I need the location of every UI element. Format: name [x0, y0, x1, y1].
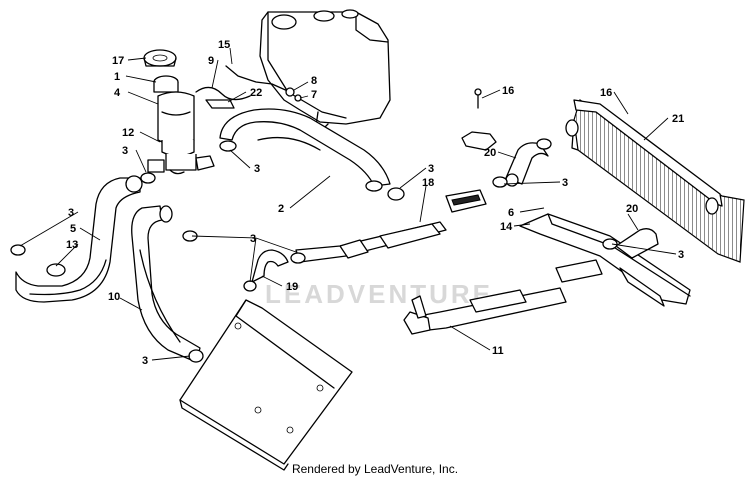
callout-16-a: 16: [502, 85, 514, 97]
callout-15: 15: [218, 39, 230, 51]
callout-3-f: 3: [250, 233, 256, 245]
callout-20-a: 20: [484, 147, 496, 159]
callout-20-b: 20: [626, 203, 638, 215]
callout-11: 11: [492, 345, 504, 357]
callout-3-e: 3: [678, 249, 684, 261]
watermark: LEADVENTURE: [265, 279, 493, 309]
callout-3-g: 3: [142, 355, 148, 367]
callout-22: 22: [250, 87, 262, 99]
hose-10: [131, 205, 201, 363]
callout-3-d: 3: [562, 177, 568, 189]
callout-5: 5: [70, 223, 76, 235]
radiator-cap: [143, 49, 177, 67]
cooler-tube-lower: [403, 259, 603, 335]
filler-neck: [147, 75, 215, 175]
callout-17: 17: [112, 55, 124, 67]
callout-13: 13: [66, 239, 78, 251]
callout-6: 6: [508, 207, 514, 219]
callout-16-b: 16: [600, 87, 612, 99]
hose-2: [219, 108, 391, 192]
rear-cooler-tube: [519, 213, 691, 307]
callout-1: 1: [114, 71, 120, 83]
breather-hose: [195, 65, 302, 109]
footer-credit: Rendered by LeadVenture, Inc.: [291, 462, 459, 476]
hose-5: [15, 175, 143, 303]
callout-7: 7: [311, 89, 317, 101]
callout-19: 19: [286, 281, 298, 293]
callout-3-b: 3: [254, 163, 260, 175]
hose-clamps: [10, 138, 618, 363]
callout-8: 8: [311, 75, 317, 87]
callout-18: 18: [422, 177, 434, 189]
callout-9: 9: [208, 55, 214, 67]
reservoir-tank: [259, 9, 391, 131]
hose-20-upper: [505, 142, 549, 187]
watermark-text: LEADVENTURE: [265, 279, 493, 309]
rear-heat-exchanger: [565, 99, 745, 263]
lower-heat-exchanger: [179, 299, 353, 471]
leader-lines: [19, 47, 677, 361]
callout-3-c: 3: [428, 163, 434, 175]
callout-2: 2: [278, 203, 284, 215]
callout-10: 10: [108, 291, 120, 303]
callout-21: 21: [672, 113, 684, 125]
callout-14: 14: [500, 221, 513, 233]
bolt-16: [461, 88, 497, 151]
cooler-tube-upper: [295, 189, 487, 263]
callout-4: 4: [114, 87, 121, 99]
hose-20-lower: [615, 228, 659, 259]
hose-19: [251, 249, 289, 283]
callout-12: 12: [122, 127, 134, 139]
callout-labels: 17 1 4 12 3 15 9 22 8 7 2 3 3 18 16 20 3…: [66, 39, 684, 367]
callout-3-a: 3: [122, 145, 128, 157]
callout-3-h: 3: [68, 207, 74, 219]
